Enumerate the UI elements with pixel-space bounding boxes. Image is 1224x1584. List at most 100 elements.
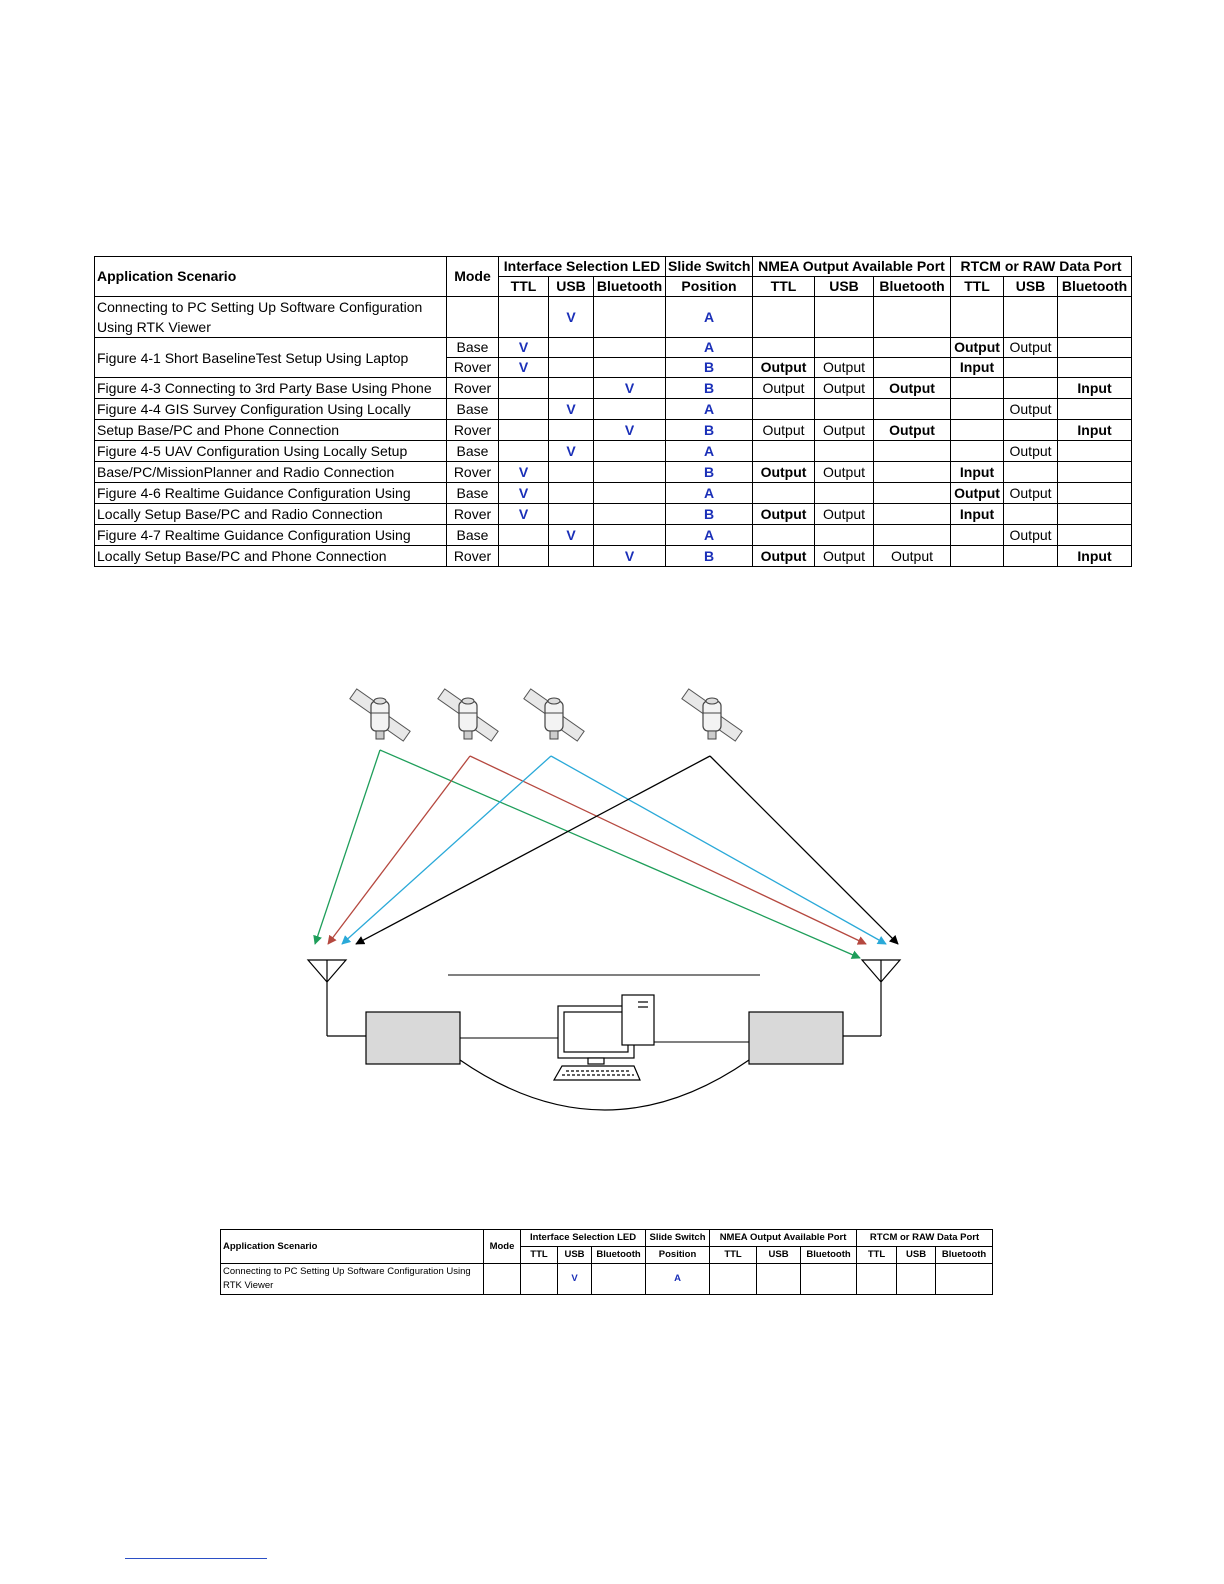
header-rtcm-port: RTCM or RAW Data Port bbox=[950, 256, 1133, 277]
r-usb-cell bbox=[1003, 357, 1059, 378]
n-usb-cell bbox=[814, 337, 874, 358]
n-bt-cell bbox=[872, 482, 952, 504]
table-row: Figure 4-5 UAV Configuration Using Local… bbox=[94, 440, 1133, 462]
switch-cell: B bbox=[665, 461, 753, 483]
switch-position-cell: A bbox=[645, 1263, 711, 1295]
r-bt-cell bbox=[1057, 440, 1133, 462]
n-ttl-cell: Output bbox=[752, 545, 815, 567]
antenna-icon-left bbox=[306, 959, 366, 1037]
header-bluetooth: Bluetooth bbox=[593, 276, 666, 297]
n-usb-cell bbox=[814, 398, 874, 420]
header-bluetooth-small: Bluetooth bbox=[590, 1246, 647, 1264]
signal-cyan-left bbox=[341, 755, 552, 945]
r-ttl-cell bbox=[950, 419, 1005, 441]
r-ttl-cell bbox=[950, 296, 1005, 338]
usb-cell: V bbox=[548, 440, 594, 462]
bt-cell bbox=[593, 440, 666, 462]
table-row: Figure 4-4 GIS Survey Configuration Usin… bbox=[94, 398, 1133, 420]
bt-cell bbox=[593, 398, 666, 420]
r-usb-cell bbox=[1003, 503, 1059, 525]
header-interface-led: Interface Selection LED bbox=[498, 256, 666, 277]
switch-cell: A bbox=[665, 482, 753, 504]
n-ttl-cell bbox=[752, 524, 815, 546]
satellite-icon-3 bbox=[523, 688, 585, 742]
r-bt-cell bbox=[1057, 524, 1133, 546]
scenario-cell: Figure 4-5 UAV Configuration Using Local… bbox=[94, 440, 447, 462]
r-usb-cell: Output bbox=[1003, 524, 1059, 546]
ttl-cell bbox=[498, 296, 549, 338]
r-ttl-cell: Input bbox=[950, 357, 1005, 378]
ttl-cell: V bbox=[498, 503, 549, 525]
n-usb-cell: Output bbox=[814, 419, 874, 441]
cable-arc bbox=[459, 1059, 750, 1111]
ttl-cell bbox=[498, 524, 549, 546]
table-row: Figure 4-1 Short BaselineTest Setup Usin… bbox=[94, 337, 1133, 378]
n-bt-cell: Output bbox=[872, 419, 952, 441]
n-bt-cell bbox=[872, 524, 952, 546]
n-usb-cell: Output bbox=[814, 461, 874, 483]
bt-cell: V bbox=[593, 419, 666, 441]
switch-cell: B bbox=[665, 357, 753, 378]
bt-cell: V bbox=[593, 377, 666, 399]
ttl-cell bbox=[498, 440, 549, 462]
header-nmea-output-small: NMEA Output Available Port bbox=[709, 1229, 858, 1247]
usb-cell bbox=[548, 337, 594, 358]
bt-cell: V bbox=[593, 545, 666, 567]
usb-cell bbox=[548, 377, 594, 399]
signal-green-right bbox=[379, 749, 861, 959]
mode-cell: Rover bbox=[446, 545, 499, 567]
scenario-cell: Figure 4-6 Realtime Guidance Configurati… bbox=[94, 482, 447, 504]
scenario-cell: Figure 4-4 GIS Survey Configuration Usin… bbox=[94, 398, 447, 420]
r-usb-cell: Output bbox=[1003, 440, 1059, 462]
n-bt-cell bbox=[872, 503, 952, 525]
ttl-cell: V bbox=[498, 357, 549, 378]
scenario-cell: Connecting to PC Setting Up Software Con… bbox=[94, 296, 447, 338]
mode-cell: Rover bbox=[446, 461, 499, 483]
configuration-table-body: Connecting to PC Setting Up Software Con… bbox=[94, 296, 1133, 567]
table-row: Figure 4-3 Connecting to 3rd Party Base … bbox=[94, 377, 1133, 399]
rover-receiver-box bbox=[748, 1011, 844, 1065]
header-ttl-small: TTL bbox=[520, 1246, 558, 1264]
scenario-cell: Figure 4-7 Realtime Guidance Configurati… bbox=[94, 524, 447, 546]
footer-link-underline bbox=[125, 1558, 267, 1559]
bt-cell bbox=[593, 503, 666, 525]
n-bt-cell bbox=[872, 296, 952, 338]
r-usb-cell bbox=[1003, 377, 1059, 399]
mode-cell bbox=[446, 296, 499, 338]
header-slide-switch: Slide Switch bbox=[665, 256, 753, 277]
scenario-cell: Figure 4-3 Connecting to 3rd Party Base … bbox=[94, 377, 447, 399]
switch-cell: A bbox=[665, 440, 753, 462]
r-bt-cell bbox=[1057, 398, 1133, 420]
mode-cell: Base bbox=[446, 482, 499, 504]
bt-cell bbox=[593, 461, 666, 483]
ttl-cell: V bbox=[498, 337, 549, 358]
header-rtcm-bluetooth-small: Bluetooth bbox=[935, 1246, 994, 1264]
header-rtcm-usb-small: USB bbox=[896, 1246, 937, 1264]
signal-red-left bbox=[327, 755, 471, 945]
ttl-cell: V bbox=[498, 461, 549, 483]
n-ttl-cell bbox=[752, 440, 815, 462]
header-usb: USB bbox=[548, 276, 594, 297]
bt-cell bbox=[593, 357, 666, 378]
scenario-cell: Figure 4-1 Short BaselineTest Setup Usin… bbox=[94, 337, 447, 378]
n-usb-cell: Output bbox=[814, 503, 874, 525]
switch-cell: B bbox=[665, 503, 753, 525]
n-bt-cell bbox=[872, 440, 952, 462]
table-row: Locally Setup Base/PC and Phone Connecti… bbox=[94, 545, 1133, 567]
mode-cell: Rover bbox=[446, 357, 499, 378]
header-position: Position bbox=[665, 276, 753, 297]
n-usb-cell: Output bbox=[814, 357, 874, 378]
switch-cell: A bbox=[665, 337, 753, 358]
configuration-table-excerpt: Application Scenario Mode Interface Sele… bbox=[220, 1229, 994, 1295]
header-slide-switch-small: Slide Switch bbox=[645, 1229, 711, 1247]
n-usb-cell: Output bbox=[814, 545, 874, 567]
bt-cell bbox=[593, 524, 666, 546]
header-mode-small: Mode bbox=[483, 1229, 521, 1264]
table-row: Figure 4-7 Realtime Guidance Configurati… bbox=[94, 524, 1133, 546]
r-ttl-cell bbox=[950, 398, 1005, 420]
n-bt-cell bbox=[872, 398, 952, 420]
signal-black-left bbox=[355, 755, 711, 945]
n-usb-cell bbox=[814, 440, 874, 462]
header-rtcm-ttl: TTL bbox=[950, 276, 1005, 297]
